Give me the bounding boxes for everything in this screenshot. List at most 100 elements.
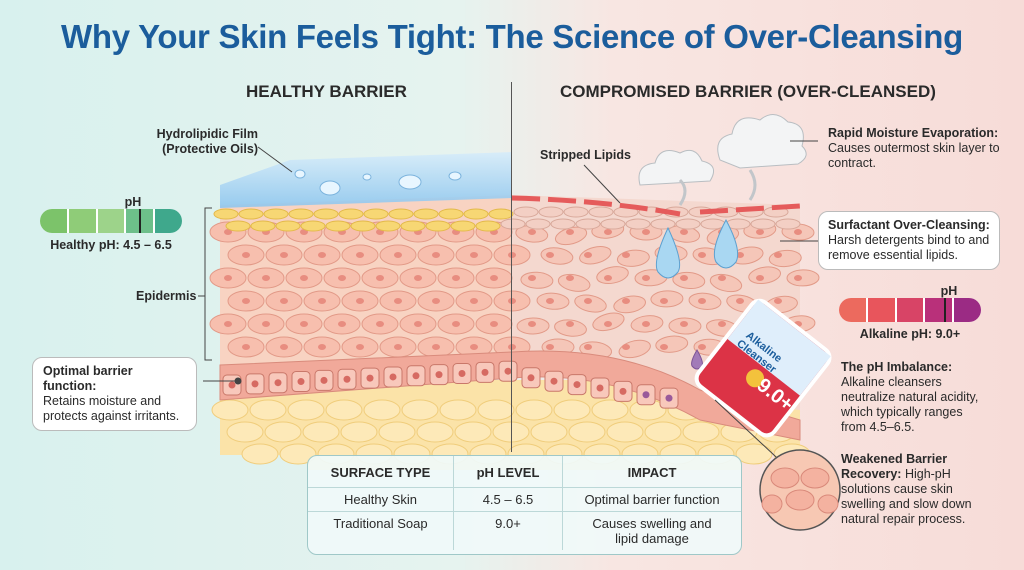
cell: Optimal barrier function xyxy=(584,492,720,507)
cell-nucleus xyxy=(481,368,489,376)
stripped-lipids xyxy=(511,195,801,217)
fat-cell xyxy=(241,443,279,465)
skin-cell xyxy=(540,247,574,265)
header-surface-type: SURFACE TYPE xyxy=(330,465,431,480)
fat-cell xyxy=(287,399,325,421)
ph-imbalance-callout: The pH Imbalance:Alkaline cleansers neut… xyxy=(841,360,991,435)
lipid-cell xyxy=(513,206,539,218)
lipid-cell xyxy=(263,208,289,220)
fat-cell xyxy=(401,399,439,421)
lipid-cell xyxy=(250,220,276,232)
fat-cell xyxy=(302,421,340,443)
lipid-cell xyxy=(350,220,376,232)
basal-cells xyxy=(222,360,679,409)
fat-cell xyxy=(439,399,477,421)
lipid-cell xyxy=(538,206,564,218)
cell-nucleus xyxy=(680,321,688,327)
epidermis-label: Epidermis xyxy=(136,289,197,303)
fat-cell xyxy=(644,421,682,443)
cell-nucleus xyxy=(642,275,650,281)
cell-nucleus xyxy=(527,374,535,382)
cell-nucleus xyxy=(508,344,516,350)
cell: Healthy Skin xyxy=(344,492,417,507)
cell-nucleus xyxy=(490,321,498,327)
fat-cell xyxy=(477,399,515,421)
cell-nucleus xyxy=(756,229,764,235)
cell-nucleus xyxy=(680,275,688,281)
lipid-cell xyxy=(413,208,439,220)
moisture-drops xyxy=(655,218,739,370)
cell-nucleus xyxy=(774,298,782,304)
fat-cell xyxy=(553,399,591,421)
lipid-cell xyxy=(288,208,314,220)
ph-label: pH xyxy=(940,284,958,298)
cell-nucleus xyxy=(320,376,328,384)
cell-nucleus xyxy=(262,275,270,281)
cell-nucleus xyxy=(338,321,346,327)
fat-cell xyxy=(591,399,629,421)
cell-nucleus xyxy=(546,298,554,304)
cell-nucleus xyxy=(584,252,592,258)
cell-nucleus xyxy=(300,275,308,281)
lipid-cell xyxy=(575,218,601,230)
lipid-cell xyxy=(475,220,501,232)
fat-cell xyxy=(325,399,363,421)
fat-cell xyxy=(378,421,416,443)
header-ph-level: pH LEVEL xyxy=(453,456,563,487)
callout-body: Causes outermost skin layer to contract. xyxy=(828,141,1000,170)
lipid-cell xyxy=(275,220,301,232)
fat-cell xyxy=(340,421,378,443)
cell-nucleus xyxy=(665,394,673,402)
cell-nucleus xyxy=(432,298,440,304)
cell-nucleus xyxy=(470,252,478,258)
lipid-cell xyxy=(750,218,776,230)
ph-segment xyxy=(954,298,981,322)
skin-cell xyxy=(574,294,607,313)
lipid-cell xyxy=(775,218,801,230)
evaporation-callout: Rapid Moisture Evaporation:Causes outerm… xyxy=(828,126,1018,171)
water-droplets xyxy=(294,169,462,196)
cell-nucleus xyxy=(642,391,650,399)
lipid-cell xyxy=(550,218,576,230)
cell: Causes swelling and lipid damage xyxy=(592,516,712,546)
cell-nucleus xyxy=(432,252,440,258)
cell-nucleus xyxy=(452,321,460,327)
cell-nucleus xyxy=(660,344,668,350)
cell-nucleus xyxy=(228,381,236,389)
skin-cell xyxy=(554,319,587,337)
cell-nucleus xyxy=(550,377,558,385)
lipid-cell xyxy=(225,220,251,232)
fat-cell xyxy=(363,399,401,421)
barrier-recovery-callout: Weakened Barrier Recovery: High-pH solut… xyxy=(841,452,991,527)
callout-title: Surfactant Over-Cleansing: xyxy=(828,218,990,232)
lipid-cell xyxy=(400,220,426,232)
cell-nucleus xyxy=(604,321,612,327)
cell-nucleus xyxy=(224,321,232,327)
surfactant-callout: Surfactant Over-Cleansing:Harsh detergen… xyxy=(818,211,1000,270)
cell: Traditional Soap xyxy=(333,516,428,531)
lipid-cell xyxy=(338,208,364,220)
lipid-cell xyxy=(363,208,389,220)
cell-nucleus xyxy=(596,384,604,392)
cell-nucleus xyxy=(774,252,782,258)
cell-nucleus xyxy=(242,252,250,258)
ph-segment xyxy=(40,209,67,233)
lipid-cell xyxy=(325,220,351,232)
cell-nucleus xyxy=(546,344,554,350)
lipid-cell xyxy=(488,208,514,220)
cell-nucleus xyxy=(356,298,364,304)
cell-nucleus xyxy=(528,229,536,235)
cell-nucleus xyxy=(718,275,726,281)
callout-body: Alkaline cleansers neutralize natural ac… xyxy=(841,375,979,434)
cell-nucleus xyxy=(680,229,688,235)
lipid-cell xyxy=(500,218,526,230)
optimal-barrier-callout: Optimal barrier function:Retains moistur… xyxy=(32,357,197,431)
cell-nucleus xyxy=(224,229,232,235)
ph-label: pH xyxy=(124,195,142,209)
lipid-cell xyxy=(238,208,264,220)
cell-nucleus xyxy=(366,374,374,382)
cell-nucleus xyxy=(376,275,384,281)
cell-nucleus xyxy=(698,252,706,258)
lipid-cell xyxy=(675,218,701,230)
cell-nucleus xyxy=(584,344,592,350)
